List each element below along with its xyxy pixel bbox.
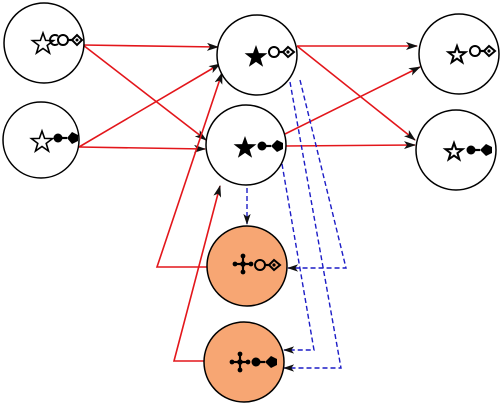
- outline-star-icon: [30, 30, 56, 55]
- edge-mid-b-to-out-a: [284, 66, 421, 135]
- filled-key-icon: [53, 132, 78, 144]
- edges-layer: [78, 42, 421, 372]
- outline-key-icon: [268, 45, 296, 59]
- edge-aux-b-to-mid-b: [172, 185, 222, 362]
- outline-key-icon: [254, 258, 282, 272]
- filled-key-icon: [257, 140, 283, 152]
- filled-key-icon: [251, 356, 277, 368]
- filled-key-icon: [466, 144, 492, 156]
- edge-in-a-to-mid-a: [82, 42, 219, 51]
- edge-aux-a-to-mid-a: [155, 72, 223, 268]
- outline-key-icon: [469, 44, 497, 58]
- edge-mid-a-to-aux-a: [287, 79, 347, 272]
- node-aux-a: [206, 225, 288, 307]
- node-aux-b: [203, 321, 285, 403]
- double-star-icon: [442, 140, 466, 162]
- node-out-a: [418, 13, 500, 95]
- node-mid-a: [216, 14, 298, 96]
- edge-mid-b-to-aux-b: [281, 163, 315, 354]
- edge-mid-b-to-out-b: [284, 141, 416, 150]
- node-in-a: [3, 2, 85, 84]
- edge-mid-a-to-aux-b: [283, 81, 342, 372]
- outline-star-icon: [29, 128, 55, 153]
- node-out-b: [415, 109, 497, 191]
- outline-key-icon: [49, 33, 84, 47]
- cross-node-icon: [232, 253, 254, 275]
- edge-mid-a-to-out-b: [296, 45, 416, 141]
- edge-in-a-to-mid-b: [82, 44, 207, 141]
- double-star-icon: [445, 43, 469, 65]
- edge-in-b-to-mid-a: [78, 63, 221, 148]
- filled-star-icon: [244, 45, 268, 67]
- edge-in-b-to-mid-b: [78, 144, 206, 153]
- cross-node-icon: [229, 351, 251, 373]
- filled-star-icon: [233, 136, 257, 158]
- node-in-b: [2, 101, 80, 179]
- node-mid-b: [205, 104, 287, 186]
